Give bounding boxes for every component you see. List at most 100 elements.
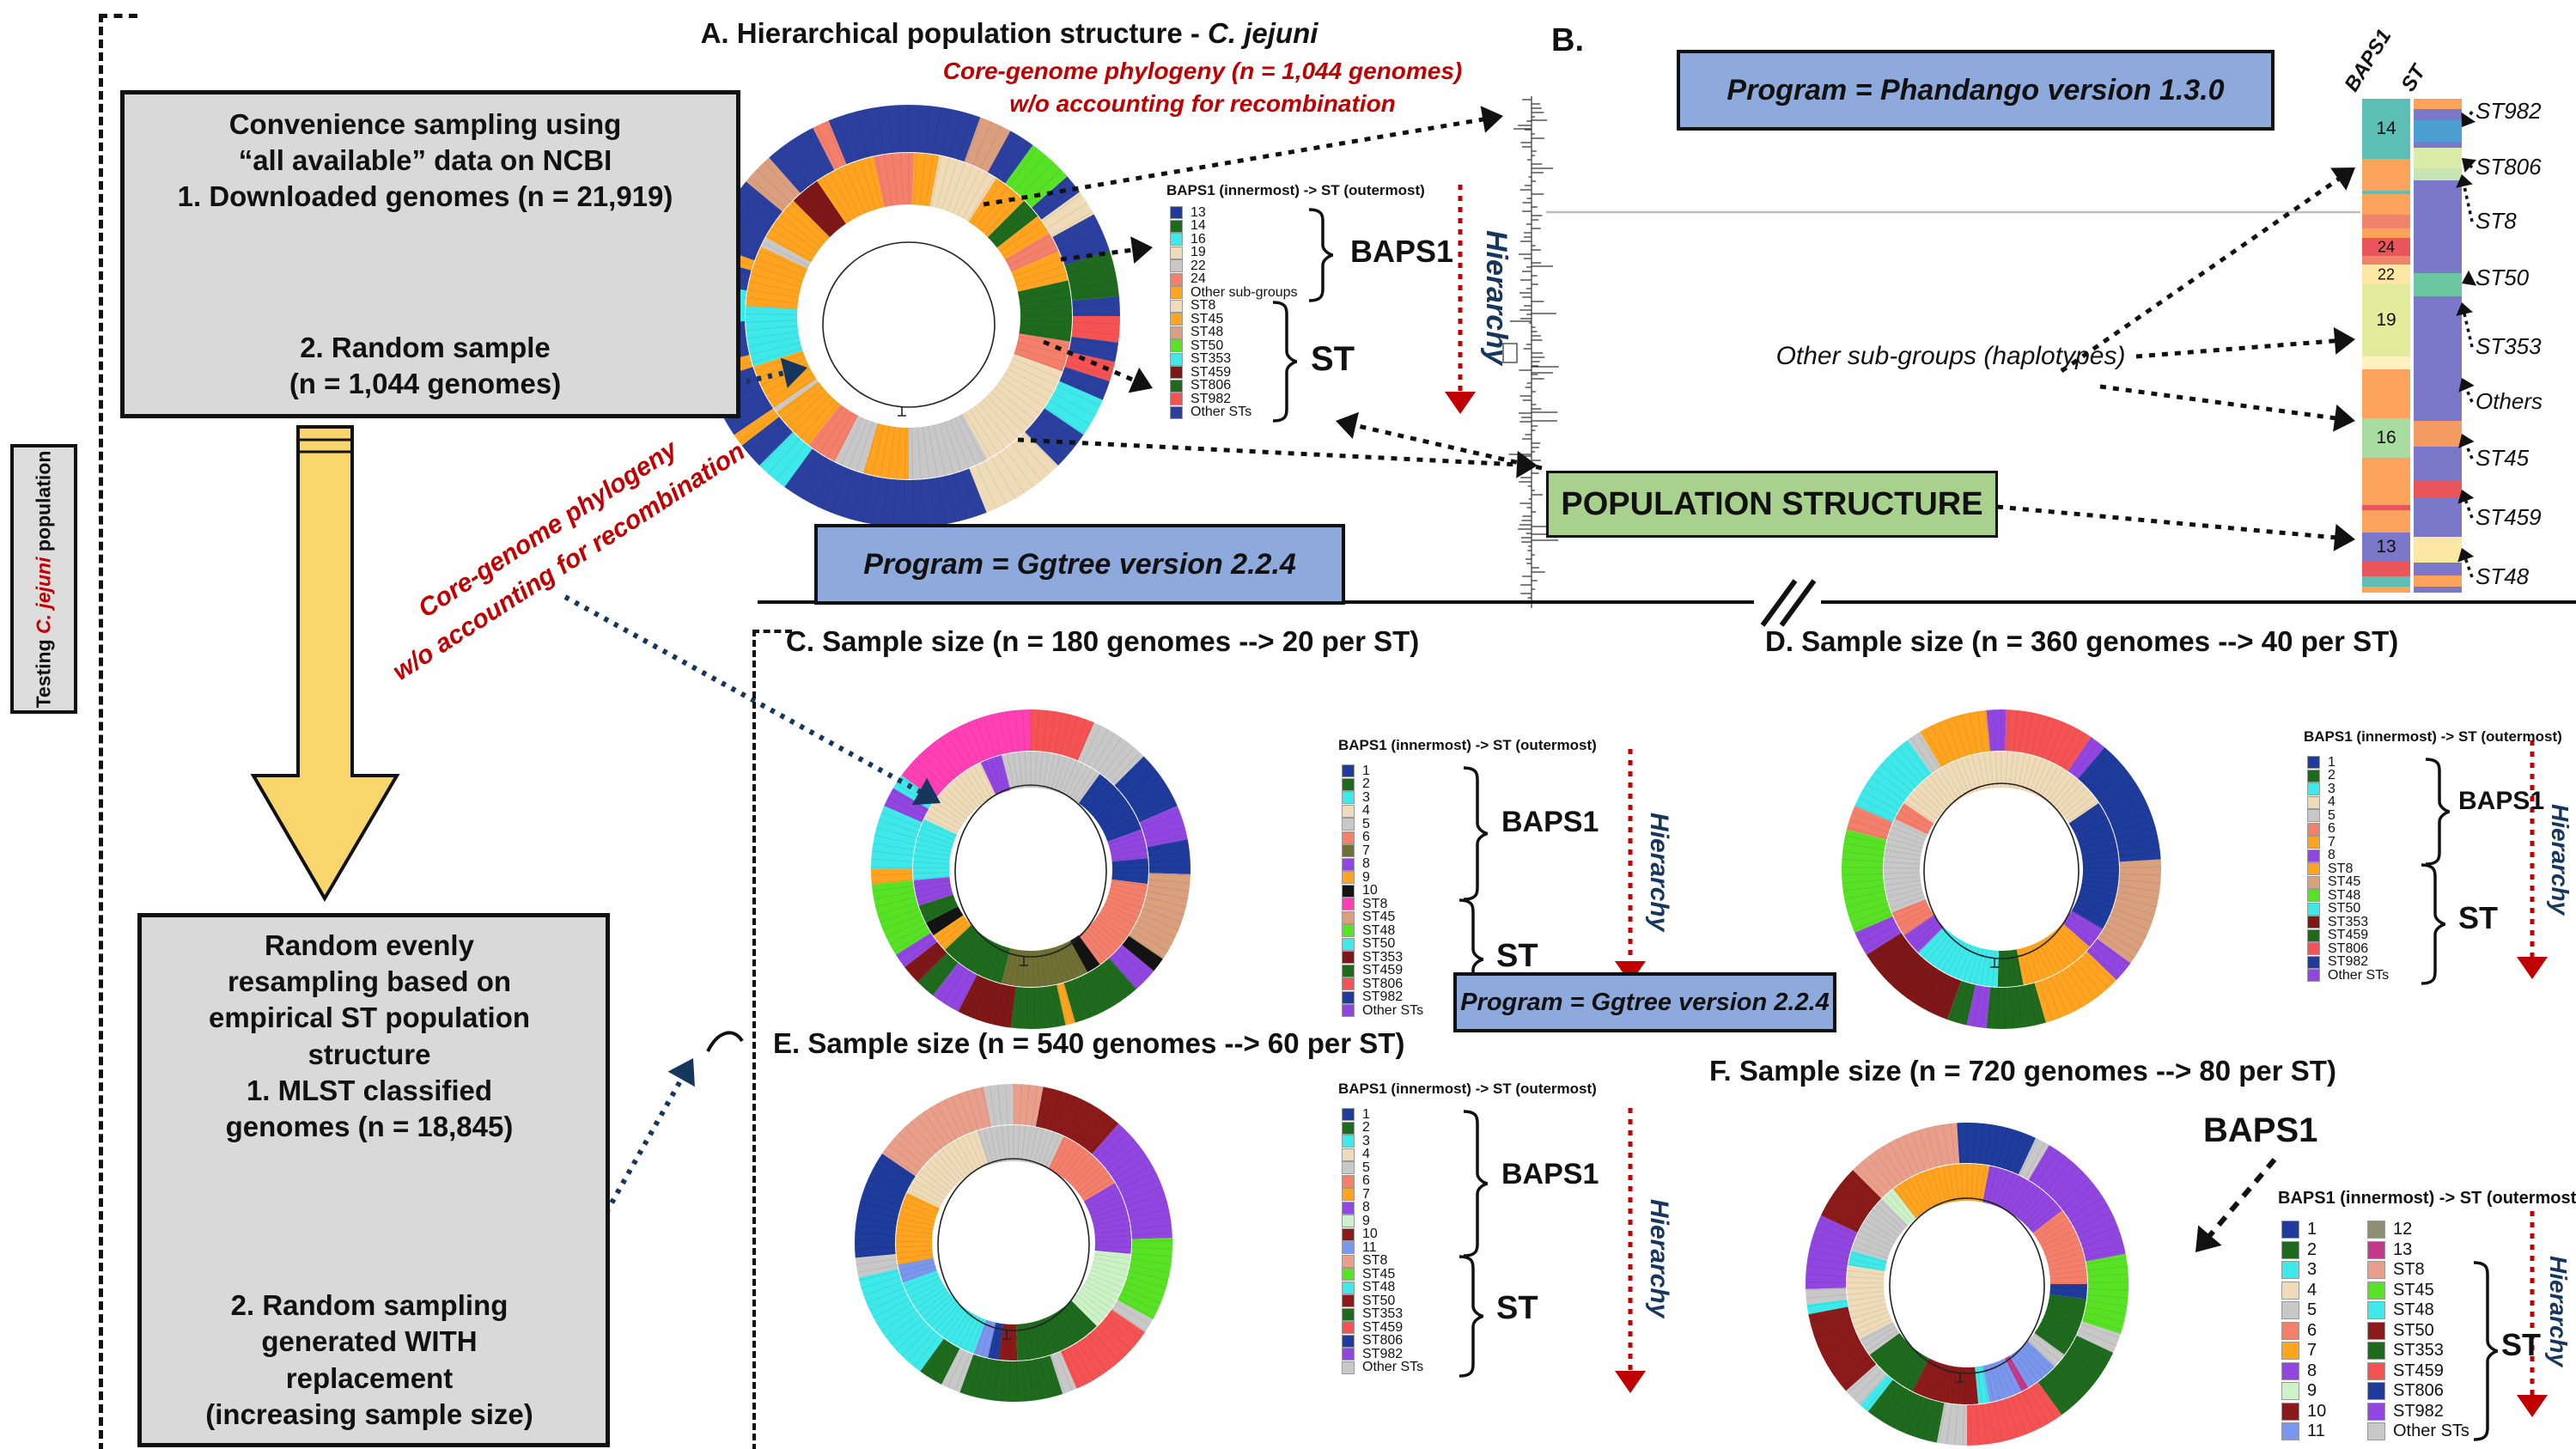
donut-hairline xyxy=(895,782,963,826)
donut-E-baps-segment xyxy=(1083,1183,1131,1254)
strip-BAPS1-segment xyxy=(2362,418,2410,458)
legend-swatch xyxy=(1170,326,1183,339)
donut-hairline xyxy=(1101,789,1171,830)
legend-f-item: 6 xyxy=(2281,1321,2317,1342)
donut-hairline xyxy=(1910,1132,1940,1207)
legend-item-label: ST982 xyxy=(1362,989,1404,1005)
strip-BAPS1-segment xyxy=(2362,191,2410,194)
donut-hairline xyxy=(946,733,989,801)
donut-hairline xyxy=(1828,1326,1897,1368)
donut-hairline xyxy=(1084,929,1138,989)
donut-hairline xyxy=(801,412,853,499)
black-dotted-arrow-head xyxy=(2333,326,2355,355)
legend-swatch xyxy=(1170,405,1183,419)
donut-E-st-segment xyxy=(959,1354,1063,1402)
donut-A-st-segment xyxy=(828,105,909,165)
donut-hairline xyxy=(973,1088,994,1165)
donut-hairline xyxy=(1078,1291,1142,1339)
donut-hairline xyxy=(989,169,1062,240)
flow-bottom-line: 2. Random sampling xyxy=(230,1289,509,1322)
donut-F-st-segment xyxy=(1806,1215,1858,1289)
donut-hairline xyxy=(1946,1367,1958,1445)
strip-st-label-st50: ST50 xyxy=(2476,265,2530,290)
strip-ST-segment xyxy=(2414,99,2462,109)
donut-hairline xyxy=(983,399,1050,474)
donut-A-st-segment xyxy=(1005,144,1068,208)
donut-hairline xyxy=(1918,1129,1943,1205)
donut-A-baps-segment xyxy=(862,423,909,479)
donut-hairline xyxy=(1946,719,1974,793)
donut-hairline xyxy=(2079,892,2155,916)
donut-hairline xyxy=(1999,1135,2031,1208)
left-dashed-bracket xyxy=(99,14,137,1449)
donut-hairline xyxy=(898,1132,955,1187)
donut-hairline xyxy=(1853,899,1927,931)
donut-hairline xyxy=(881,1288,947,1332)
donut-hairline xyxy=(2036,1330,2102,1375)
legend-e-item: 1 xyxy=(1342,1107,1370,1122)
legend-item-label: ST459 xyxy=(2393,1361,2444,1380)
legend-swatch xyxy=(2307,902,2320,916)
donut-hairline xyxy=(2046,1233,2121,1259)
legend-d-item: 3 xyxy=(2307,782,2335,796)
donut-hairline xyxy=(742,185,822,248)
legend-swatch xyxy=(1170,313,1183,326)
donut-hairline xyxy=(856,1224,933,1234)
donut-D-st-segment xyxy=(1866,932,1962,1020)
donut-hairline xyxy=(917,427,926,527)
legend-d-item: ST806 xyxy=(2307,941,2368,956)
donut-hairline xyxy=(2069,782,2137,826)
legend-item-label: Other sub-groups xyxy=(1191,284,1298,300)
donut-A-baps-segment xyxy=(753,350,817,408)
legend-swatch xyxy=(1342,884,1355,898)
legend-e-item: 2 xyxy=(1342,1120,1370,1135)
donut-hairline xyxy=(977,1322,996,1398)
donut-hairline xyxy=(1093,1261,1168,1282)
donut-hairline xyxy=(1034,709,1039,788)
donut-hairline xyxy=(1073,1297,1131,1351)
legend-f-item: Other STs xyxy=(2367,1422,2469,1442)
donut-hairline xyxy=(928,425,947,525)
donut-F-baps-segment xyxy=(1869,1333,1929,1391)
donut-hairline xyxy=(1090,923,1149,977)
donut-hairline xyxy=(1852,812,1926,841)
legend-f-item: ST45 xyxy=(2367,1281,2434,1301)
legend-d-item: 2 xyxy=(2307,768,2335,783)
legend-item-label: 2 xyxy=(2328,768,2335,783)
donut-hairline xyxy=(1881,1146,1924,1214)
legend-swatch xyxy=(1342,964,1355,977)
donut-hairline xyxy=(874,884,951,900)
legend-item-label: ST48 xyxy=(1362,1280,1396,1295)
donut-hairline xyxy=(929,932,980,995)
donut-E-st-segment xyxy=(1060,1309,1146,1389)
donut-hairline xyxy=(1861,789,1931,830)
donut-hairline xyxy=(1081,932,1132,995)
strip-BAPS1-segment xyxy=(2362,99,2410,159)
donut-hairline xyxy=(989,1086,1002,1163)
donut-hairline xyxy=(1066,1121,1117,1181)
donut-hairline xyxy=(861,1265,936,1289)
donut-hairline xyxy=(2039,1203,2108,1244)
legend-swatch xyxy=(2281,1261,2299,1280)
donut-hairline xyxy=(868,1178,940,1211)
donut-hairline xyxy=(1017,342,1115,367)
donut-C-st-segment xyxy=(904,941,947,983)
legend-item-label: ST982 xyxy=(1362,1346,1404,1361)
divider-break-slash xyxy=(1779,579,1817,627)
donut-hairline xyxy=(1813,1233,1888,1259)
donut-E-st-segment xyxy=(941,1348,974,1393)
donut-hairline xyxy=(1023,1324,1034,1401)
donut-hairline xyxy=(1019,1324,1026,1402)
strip-BAPS1-segment xyxy=(2362,576,2410,587)
legend-swatch xyxy=(1342,1121,1355,1135)
strip-label-arrow-head xyxy=(2461,112,2476,127)
donut-hairline xyxy=(903,427,907,527)
donut-hairline xyxy=(2031,1184,2095,1233)
donut-F-st-segment xyxy=(2028,1145,2126,1262)
legend-item-label: ST8 xyxy=(1362,896,1388,911)
legend-swatch xyxy=(1342,831,1355,844)
donut-hairline xyxy=(1111,858,1191,865)
donut-hairline xyxy=(921,752,976,811)
legend-d-item: Other STs xyxy=(2307,968,2389,983)
donut-D-st-segment xyxy=(2034,951,2116,1023)
